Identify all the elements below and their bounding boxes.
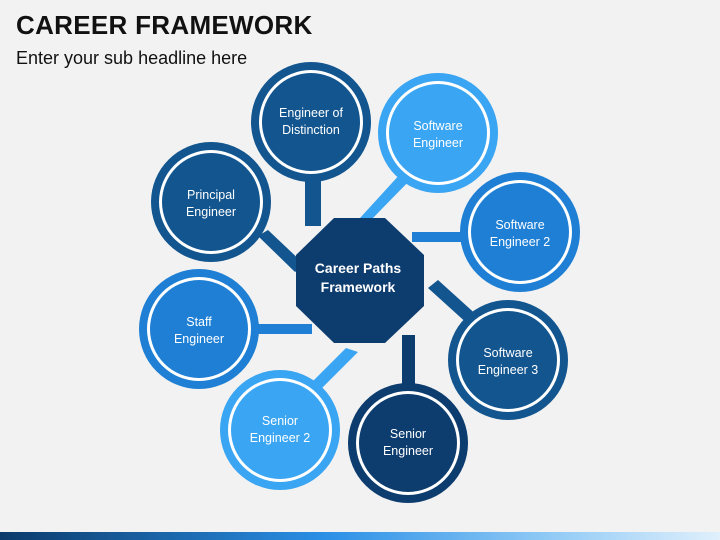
node-label-line2: Engineer — [185, 205, 237, 219]
connector-software-engineer-3 — [428, 280, 480, 326]
node-label-line1: Senior — [389, 427, 427, 441]
node-engineer-of-distinction: Engineer of Distinction — [261, 97, 361, 147]
node-circle-staff-engineer — [139, 269, 259, 389]
node-label-line1: Software — [483, 346, 533, 360]
connector-principal-engineer — [258, 230, 305, 272]
connector-senior-engineer — [402, 335, 415, 388]
node-label-line2: Engineer — [173, 332, 225, 346]
node-label-line1: Staff — [186, 315, 212, 329]
center-label-line2: Framework — [320, 279, 396, 295]
connector-engineer-of-distinction — [305, 180, 321, 226]
center-label: Career Paths Framework — [296, 258, 420, 298]
node-label-line2: Engineer 2 — [249, 431, 311, 445]
center-label-line1: Career Paths — [314, 260, 402, 276]
node-label-line1: Principal — [187, 188, 235, 202]
node-circle-software-engineer-2 — [460, 172, 580, 292]
node-label-line1: Software — [413, 119, 463, 133]
connector-software-engineer-2 — [412, 232, 470, 242]
page-subtitle: Enter your sub headline here — [16, 48, 248, 68]
connector-software-engineer — [360, 172, 415, 218]
connectors — [250, 172, 480, 388]
node-circle-senior-engineer — [348, 383, 468, 503]
node-label-line2: Distinction — [282, 123, 340, 137]
footer-gradient-bar — [0, 532, 720, 540]
node-label-line2: Engineer — [412, 136, 464, 150]
node-circle-software-engineer — [378, 73, 498, 193]
connector-senior-engineer-2 — [310, 348, 358, 388]
node-label-line2: Engineer 2 — [489, 235, 551, 249]
node-circle-engineer-of-distinction — [251, 62, 371, 182]
node-circle-principal-engineer — [151, 142, 271, 262]
node-label-line1: Software — [495, 218, 545, 232]
center-octagon — [296, 218, 424, 343]
page-title: CAREER FRAMEWORK — [16, 10, 313, 40]
node-label-line2: Engineer 3 — [477, 363, 539, 377]
node-label-line2: Engineer — [382, 444, 434, 458]
node-label-line1: Senior — [261, 414, 299, 428]
node-label-line1: Engineer of — [279, 106, 343, 120]
node-circle-senior-engineer-2 — [220, 370, 340, 490]
node-circle-software-engineer-3 — [448, 300, 568, 420]
connector-staff-engineer — [250, 324, 312, 334]
